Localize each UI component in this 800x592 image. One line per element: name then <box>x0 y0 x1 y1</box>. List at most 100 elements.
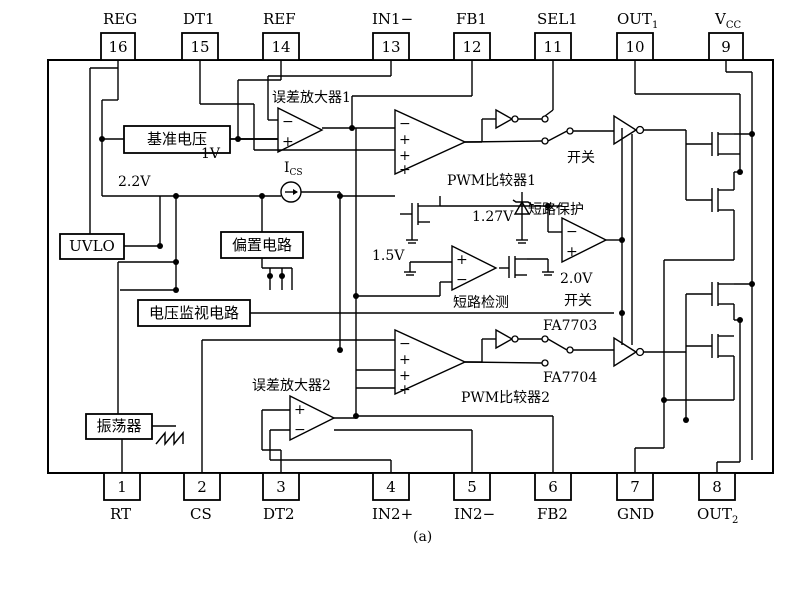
svg-text:DT1: DT1 <box>183 10 215 28</box>
label-1-27v: 1.27V <box>472 209 514 225</box>
wiring <box>89 60 753 473</box>
pin-7: 7 GND <box>616 472 654 523</box>
pin-3: 3 DT2 <box>262 472 300 523</box>
svg-text:11: 11 <box>543 38 562 56</box>
svg-text:−: − <box>399 116 411 132</box>
svg-text:OUT2: OUT2 <box>697 505 738 526</box>
svg-text:1: 1 <box>117 478 127 496</box>
svg-text:IN2+: IN2+ <box>372 505 413 523</box>
error-amp-2-label: 误差放大器2 <box>252 378 331 394</box>
oscillator-block: 振荡器 <box>85 413 153 440</box>
svg-text:14: 14 <box>271 38 290 56</box>
svg-text:IN1−: IN1− <box>372 10 413 28</box>
svg-text:5: 5 <box>467 478 477 496</box>
svg-text:VCC: VCC <box>714 10 741 31</box>
pin-15: DT1 15 <box>181 10 219 61</box>
svg-text:16: 16 <box>108 38 127 56</box>
svg-text:DT2: DT2 <box>263 505 295 523</box>
svg-text:FB1: FB1 <box>456 10 487 28</box>
svg-text:12: 12 <box>462 38 481 56</box>
svg-text:RT: RT <box>110 505 131 523</box>
pin-13: IN1− 13 <box>372 10 413 61</box>
pin-11: SEL1 11 <box>534 10 578 61</box>
short-protect-label: 短路保护 <box>528 202 584 218</box>
junction-dots <box>99 125 755 423</box>
svg-text:9: 9 <box>721 38 731 56</box>
error-amp-2: + − <box>289 394 336 442</box>
svg-text:振荡器: 振荡器 <box>96 417 141 435</box>
driver-gate-1 <box>613 114 638 146</box>
svg-text:2: 2 <box>197 478 207 496</box>
output-transistor-1b <box>686 188 734 212</box>
driver-gate-2 <box>613 336 638 368</box>
svg-text:3: 3 <box>276 478 286 496</box>
label-1v: 1V <box>201 146 221 162</box>
svg-text:OUT1: OUT1 <box>617 10 658 31</box>
pin-10: OUT1 10 <box>616 10 658 61</box>
svg-text:−: − <box>456 272 468 288</box>
svg-text:偏置电路: 偏置电路 <box>232 236 292 254</box>
svg-text:13: 13 <box>381 38 400 56</box>
svg-text:+: + <box>399 382 411 398</box>
ics-label: ICS <box>284 160 303 178</box>
svg-text:SEL1: SEL1 <box>537 10 578 28</box>
pwm-comparator-1-label: PWM比较器1 <box>447 173 536 189</box>
pin-16: REG 16 <box>100 10 137 61</box>
sawtooth-waveform-icon <box>155 431 184 446</box>
output-transistor-2b <box>686 334 734 358</box>
pin-6: 6 FB2 <box>534 472 572 523</box>
uvlo-block: UVLO <box>59 233 125 260</box>
switch-1-label: 开关 <box>567 150 595 166</box>
svg-text:+: + <box>456 252 468 268</box>
pin-12: FB1 12 <box>453 10 491 61</box>
label-2-0v: 2.0V <box>560 271 593 287</box>
svg-text:4: 4 <box>386 478 396 496</box>
svg-text:+: + <box>294 402 306 418</box>
svg-text:−: − <box>294 422 306 438</box>
svg-text:电压监视电路: 电压监视电路 <box>149 304 239 322</box>
svg-text:+: + <box>282 134 294 150</box>
short-protect-comparator: − + <box>561 216 608 264</box>
label-1-5v: 1.5V <box>372 248 405 264</box>
svg-text:REF: REF <box>263 10 296 28</box>
svg-text:6: 6 <box>548 478 558 496</box>
error-amp-1: − + <box>277 106 324 154</box>
svg-text:15: 15 <box>190 38 209 56</box>
svg-text:IN2−: IN2− <box>454 505 495 523</box>
zener-diode-icon <box>512 192 532 228</box>
transistor-short-switch <box>400 203 430 225</box>
svg-text:+: + <box>399 352 411 368</box>
pin-5: 5 IN2− <box>453 472 495 523</box>
svg-text:CS: CS <box>190 505 212 523</box>
ground-icons <box>404 239 554 276</box>
pin-8: 8 OUT2 <box>697 472 738 526</box>
svg-text:+: + <box>399 162 411 178</box>
figure-caption: (a) <box>413 529 432 545</box>
svg-text:+: + <box>399 368 411 384</box>
pin-14: REF 14 <box>262 10 300 61</box>
svg-text:+: + <box>566 244 578 260</box>
fa7704-label: FA7704 <box>543 370 597 386</box>
pin-9: VCC 9 <box>708 10 744 61</box>
svg-text:UVLO: UVLO <box>69 237 115 255</box>
svg-text:7: 7 <box>630 478 640 496</box>
switch-2-label: 开关 <box>564 293 592 309</box>
svg-text:−: − <box>399 336 411 352</box>
output-transistor-1a <box>686 132 734 156</box>
pin-4: 4 IN2+ <box>372 472 413 523</box>
short-detect-comparator: + − <box>451 244 498 292</box>
svg-text:GND: GND <box>617 505 654 523</box>
svg-text:+: + <box>399 148 411 164</box>
svg-text:−: − <box>282 114 294 130</box>
transistor-detect <box>499 256 527 278</box>
output-transistor-2a <box>686 282 734 306</box>
bias-block: 偏置电路 <box>220 231 304 259</box>
short-detect-label: 短路检测 <box>453 295 509 311</box>
pwm-comparator-2-label: PWM比较器2 <box>461 390 550 406</box>
pin-1: 1 RT <box>103 472 141 523</box>
svg-text:基准电压: 基准电压 <box>147 130 207 148</box>
svg-text:10: 10 <box>625 38 644 56</box>
svg-text:8: 8 <box>712 478 722 496</box>
pwm-comparator-1: − + + + <box>394 108 467 178</box>
